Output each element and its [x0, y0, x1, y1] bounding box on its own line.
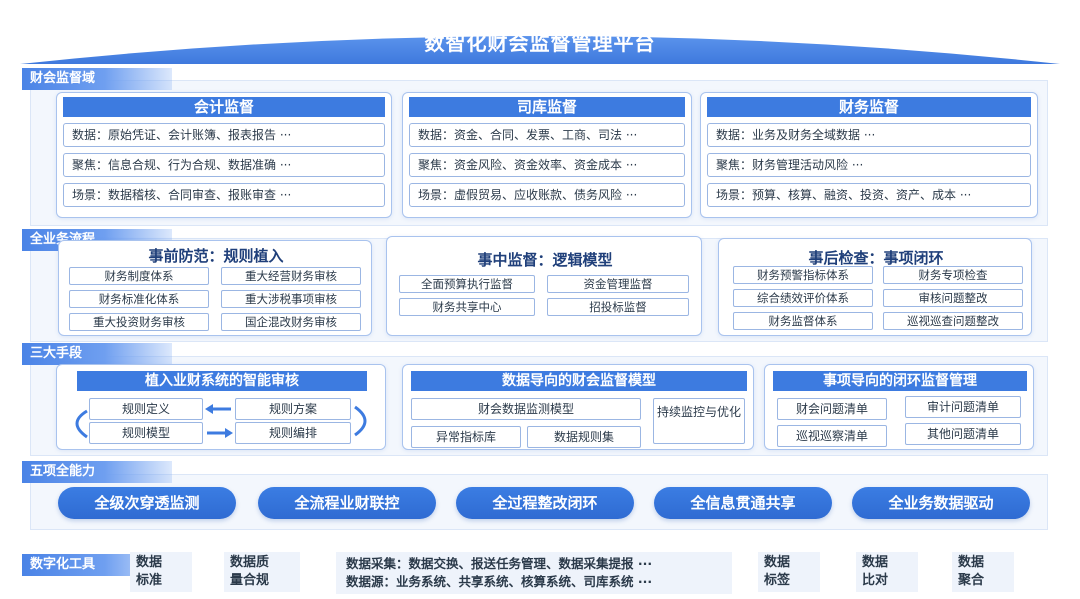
process-item: 重大经营财务审核	[221, 267, 361, 285]
tool-label-line: 量合规	[230, 573, 270, 588]
tool-data-compare: 数据 比对	[856, 552, 918, 592]
process-panel-title: 事前防范：规则植入	[148, 247, 284, 265]
capability-pill: 全业务数据驱动	[852, 487, 1030, 519]
tool-label-line: 数据	[862, 555, 889, 570]
means-panel-closed-loop: 事项导向的闭环监督管理 财会问题清单 审计问题清单 巡视巡察清单 其他问题清单	[764, 364, 1034, 450]
tool-data-quality: 数据质 量合规	[224, 552, 300, 592]
process-item: 财务专项检查	[883, 266, 1023, 284]
tool-label-line: 数据	[136, 555, 163, 570]
means-item: 财会数据监测模型	[411, 398, 641, 420]
tool-collect-line: 数据采集：数据交换、报送任务管理、数据采集提报 ···	[346, 556, 653, 571]
domain-panel-title: 会计监督	[63, 97, 385, 117]
means-panel-title: 数据导向的财会监督模型	[411, 371, 747, 391]
tool-label-line: 聚合	[958, 573, 985, 588]
process-item: 财务共享中心	[399, 298, 535, 316]
tool-label-line: 数据	[764, 555, 791, 570]
domain-row-data: 数据：资金、合同、发票、工商、司法 ···	[409, 123, 685, 147]
process-item: 巡视巡查问题整改	[883, 312, 1023, 330]
domain-panel-treasury: 司库监督 数据：资金、合同、发票、工商、司法 ··· 聚焦：资金风险、资金效率、…	[402, 92, 692, 218]
domain-row-scene: 场景：数据稽核、合同审查、报账审查 ···	[63, 183, 385, 207]
tool-label-line: 比对	[862, 573, 889, 588]
process-item: 招投标监督	[547, 298, 689, 316]
means-panel-audit: 植入业财系统的智能审核 规则定义 规则方案 规则模型 规则编排	[56, 364, 386, 450]
means-item: 巡视巡察清单	[777, 425, 887, 447]
rule-orchestration-box: 规则编排	[235, 422, 351, 444]
domain-row-data: 数据：业务及财务全域数据 ···	[707, 123, 1031, 147]
tool-data-collect-source: 数据采集：数据交换、报送任务管理、数据采集提报 ··· 数据源：业务系统、共享系…	[336, 552, 732, 594]
tool-data-standard: 数据 标准	[130, 552, 192, 592]
rule-model-box: 规则模型	[89, 422, 203, 444]
process-panel-title: 事中监督：逻辑模型	[477, 251, 613, 269]
tool-data-merge: 数据 聚合	[952, 552, 1014, 592]
process-item: 审核问题整改	[883, 289, 1023, 307]
cycle-arrows-icon	[75, 404, 367, 439]
section-tag-capabilities: 五项全能力	[22, 461, 172, 483]
means-item: 其他问题清单	[905, 423, 1021, 445]
domain-panel-title: 司库监督	[409, 97, 685, 117]
section-tag-domain: 财会监督域	[22, 68, 172, 90]
capability-pill: 全信息贯通共享	[654, 487, 832, 519]
section-tag-means: 三大手段	[22, 343, 172, 365]
means-item: 异常指标库	[411, 426, 521, 448]
process-panel-during: 事中监督：逻辑模型 全面预算执行监督 资金管理监督 财务共享中心 招投标监督	[386, 236, 702, 336]
tool-label-line: 标签	[764, 573, 791, 588]
tool-label-line: 数据质	[230, 555, 270, 570]
process-item: 重大投资财务审核	[69, 313, 209, 331]
means-panel-model: 数据导向的财会监督模型 财会数据监测模型 异常指标库 数据规则集 持续监控与优化	[402, 364, 754, 450]
means-item: 审计问题清单	[905, 396, 1021, 418]
means-item-monitor: 持续监控与优化	[653, 398, 745, 444]
process-panel-before: 事前防范：规则植入 财务制度体系 重大经营财务审核 财务标准化体系 重大涉税事项…	[58, 240, 372, 336]
means-panel-title: 事项导向的闭环监督管理	[773, 371, 1027, 391]
means-panel-title: 植入业财系统的智能审核	[77, 371, 367, 391]
means-item-label: 持续监控与优化	[656, 405, 741, 419]
tool-data-tag: 数据 标签	[758, 552, 820, 592]
domain-panel-title: 财务监督	[707, 97, 1031, 117]
process-item: 财务制度体系	[69, 267, 209, 285]
domain-row-scene: 场景：预算、核算、融资、投资、资产、成本 ···	[707, 183, 1031, 207]
process-panel-after: 事后检查：事项闭环 财务预警指标体系 财务专项检查 综合绩效评价体系 审核问题整…	[718, 238, 1032, 336]
process-panel-title: 事后检查：事项闭环	[808, 249, 944, 267]
means-item: 数据规则集	[527, 426, 641, 448]
rule-definition-box: 规则定义	[89, 398, 203, 420]
capability-pill: 全过程整改闭环	[456, 487, 634, 519]
tool-label-line: 数据	[958, 555, 985, 570]
domain-panel-accounting: 会计监督 数据：原始凭证、会计账簿、报表报告 ··· 聚焦：信息合规、行为合规、…	[56, 92, 392, 218]
capability-pill: 全级次穿透监测	[58, 487, 236, 519]
domain-row-scene: 场景：虚假贸易、应收账款、债务风险 ···	[409, 183, 685, 207]
domain-row-focus: 聚焦：信息合规、行为合规、数据准确 ···	[63, 153, 385, 177]
process-item: 全面预算执行监督	[399, 275, 535, 293]
capability-pill: 全流程业财联控	[258, 487, 436, 519]
process-item: 重大涉税事项审核	[221, 290, 361, 308]
domain-row-data: 数据：原始凭证、会计账簿、报表报告 ···	[63, 123, 385, 147]
title-banner	[20, 36, 1060, 64]
tool-label-line: 标准	[136, 573, 163, 588]
process-item: 资金管理监督	[547, 275, 689, 293]
process-item: 综合绩效评价体系	[733, 289, 873, 307]
page-title: 数智化财会监督管理平台	[424, 31, 656, 55]
process-item: 国企混改财务审核	[221, 313, 361, 331]
means-item: 财会问题清单	[777, 398, 887, 420]
tool-source-line: 数据源：业务系统、共享系统、核算系统、司库系统 ···	[346, 574, 653, 589]
domain-row-focus: 聚焦：资金风险、资金效率、资金成本 ···	[409, 153, 685, 177]
process-item: 财务标准化体系	[69, 290, 209, 308]
domain-panel-finance: 财务监督 数据：业务及财务全域数据 ··· 聚焦：财务管理活动风险 ··· 场景…	[700, 92, 1038, 218]
domain-row-focus: 聚焦：财务管理活动风险 ···	[707, 153, 1031, 177]
rule-scheme-box: 规则方案	[235, 398, 351, 420]
process-item: 财务监督体系	[733, 312, 873, 330]
process-item: 财务预警指标体系	[733, 266, 873, 284]
